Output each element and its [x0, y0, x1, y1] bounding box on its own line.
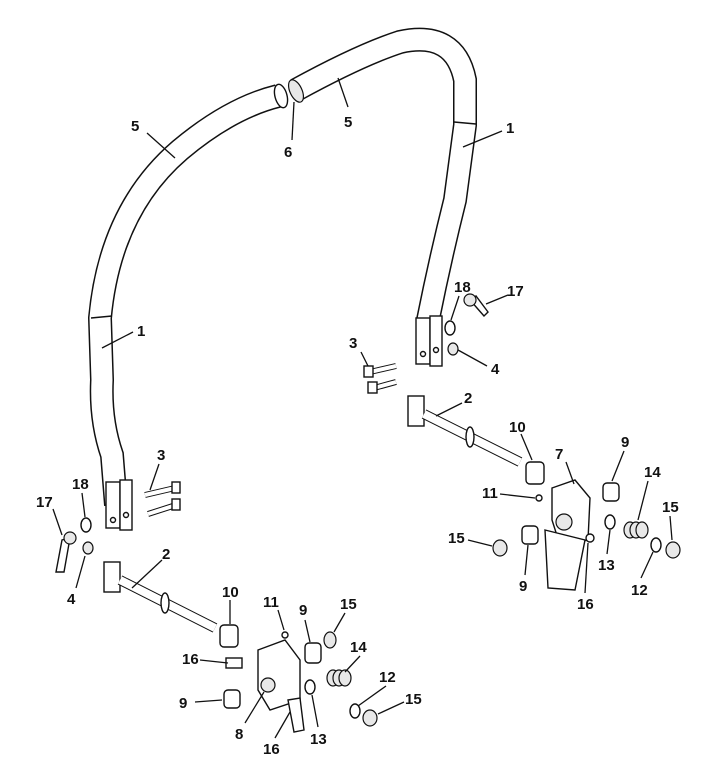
callout-4: 4	[491, 361, 500, 378]
callout-17: 17	[36, 494, 53, 511]
callout-14: 14	[350, 639, 367, 656]
callout-16: 16	[182, 651, 199, 668]
callout-11: 11	[263, 594, 279, 611]
spacer-left	[219, 624, 239, 648]
knob-right	[444, 293, 489, 356]
callout-14: 14	[644, 464, 661, 481]
latch-plate-right	[544, 479, 591, 591]
callout-13: 13	[310, 731, 327, 748]
callout-7: 7	[555, 446, 563, 463]
left-tube-bracket	[105, 479, 133, 531]
callout-12: 12	[631, 582, 648, 599]
callout-6: 6	[284, 144, 292, 161]
spacer-right	[525, 461, 545, 485]
pivot-shaft-right	[407, 395, 523, 467]
knob-left	[55, 517, 94, 573]
callout-9: 9	[299, 602, 307, 619]
callout-17: 17	[507, 283, 524, 300]
callout-16: 16	[577, 596, 594, 613]
callout-1: 1	[506, 120, 514, 137]
callout-15: 15	[662, 499, 679, 516]
callout-9: 9	[621, 434, 629, 451]
callout-2: 2	[464, 390, 472, 407]
callout-3: 3	[349, 335, 357, 352]
bolts-right	[363, 363, 397, 394]
callout-2: 2	[162, 546, 170, 563]
callout-10: 10	[222, 584, 239, 601]
callout-16: 16	[263, 741, 280, 758]
callout-9: 9	[179, 695, 187, 712]
roll-bar-right-tube	[287, 27, 477, 323]
latch-plate-left	[257, 639, 305, 733]
callout-8: 8	[235, 726, 243, 743]
callout-15: 15	[405, 691, 422, 708]
leader-lines	[52, 77, 673, 739]
callout-13: 13	[598, 557, 615, 574]
roll-bar-left-tube	[87, 83, 289, 506]
callout-18: 18	[72, 476, 89, 493]
callout-15: 15	[448, 530, 465, 547]
callout-5: 5	[344, 114, 352, 131]
callout-1: 1	[137, 323, 145, 340]
callout-9: 9	[519, 578, 527, 595]
callout-3: 3	[157, 447, 165, 464]
callout-12: 12	[379, 669, 396, 686]
callout-5: 5	[131, 118, 139, 135]
callout-4: 4	[67, 591, 76, 608]
callout-10: 10	[509, 419, 526, 436]
callout-11: 11	[482, 485, 498, 502]
small-hardware	[223, 482, 681, 727]
callout-18: 18	[454, 279, 471, 296]
pivot-shaft-left	[103, 561, 218, 633]
callout-labels: 5 6 5 1 1 18 17 3 4 2 10 9 7 11 14 15 15…	[36, 114, 679, 758]
callout-15: 15	[340, 596, 357, 613]
bolts-left	[144, 481, 181, 517]
right-tube-bracket	[415, 315, 443, 367]
